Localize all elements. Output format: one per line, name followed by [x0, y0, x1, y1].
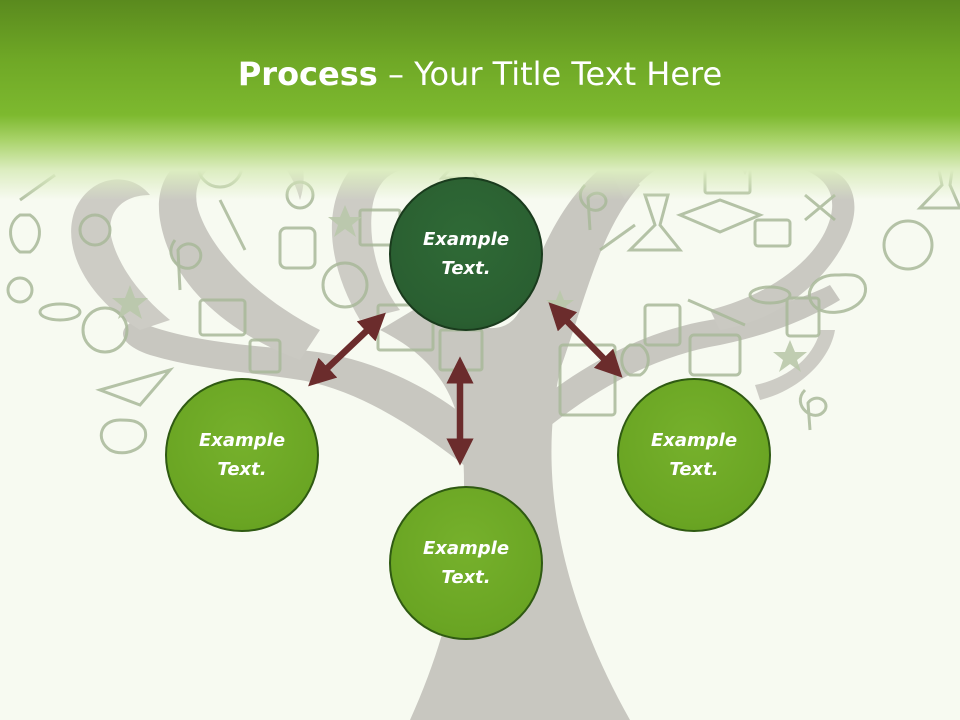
music-note-icon: [169, 239, 203, 291]
star-icon: [112, 285, 148, 319]
tree-curl-right-4: [755, 330, 835, 400]
tree-trunk: [380, 160, 640, 720]
palette-icon: [99, 418, 148, 455]
star-icon: [773, 340, 807, 372]
tree-branch-left: [123, 320, 470, 470]
atom-icon: [38, 302, 82, 322]
pencil-icon: [599, 223, 636, 252]
arrow-top-left: [308, 312, 386, 387]
tablet-icon: [688, 333, 742, 377]
paper-plane-icon: [95, 367, 175, 407]
globe-icon: [321, 261, 369, 309]
tree-branch-right: [540, 285, 840, 430]
globe-icon: [81, 306, 129, 354]
title-rest: – Your Title Text Here: [377, 55, 723, 93]
atom-icon: [748, 285, 792, 305]
ruler-icon: [218, 199, 247, 251]
monitor-icon: [198, 298, 247, 337]
lightbulb-icon: [9, 213, 41, 254]
calculator-icon: [785, 296, 821, 338]
tree-curl-left-1: [158, 153, 320, 360]
title-bold: Process: [237, 55, 378, 93]
clock-icon: [78, 213, 112, 247]
briefcase-icon: [753, 218, 792, 248]
arrow-top-right: [548, 302, 623, 378]
slide-title: Process – Your Title Text Here: [0, 52, 960, 96]
lightbulb-icon: [620, 343, 650, 377]
tree-curl-left-2: [71, 179, 170, 330]
palette-icon: [807, 273, 867, 314]
calculator-icon: [248, 338, 282, 374]
calculator-icon: [643, 303, 682, 347]
backpack-icon: [278, 226, 317, 270]
globe-icon: [882, 219, 934, 271]
clock-icon: [6, 276, 34, 304]
ruler-icon: [687, 298, 746, 327]
music-note-icon: [798, 388, 828, 431]
header-band: [0, 0, 960, 200]
graduation-cap-icon: [675, 198, 765, 234]
star-icon: [328, 205, 362, 237]
